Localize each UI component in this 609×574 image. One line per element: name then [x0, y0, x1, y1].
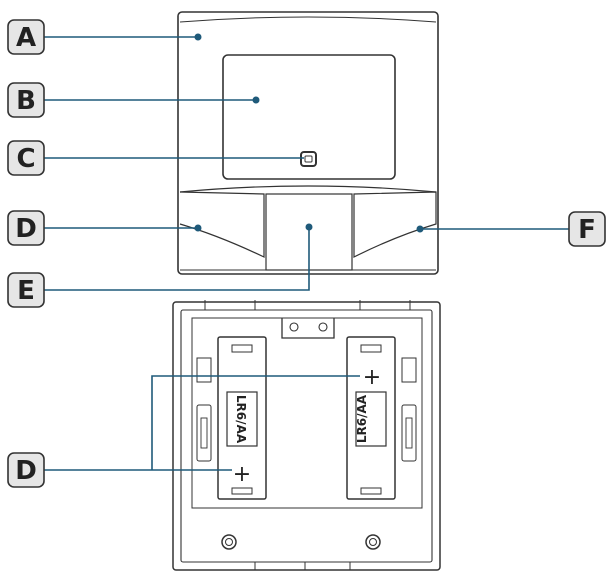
callout-labels: A B C D E F D	[7, 19, 606, 488]
callout-b-text: B	[16, 86, 36, 116]
clip-screw-left	[289, 322, 299, 332]
dot-a	[194, 33, 202, 41]
battery-contact-left	[231, 344, 253, 353]
dot-d-front	[194, 224, 202, 232]
dot-e	[305, 223, 313, 231]
slot-left-inner	[200, 417, 208, 449]
dot-b	[252, 96, 260, 104]
polarity-plus-right: +	[363, 365, 381, 390]
front-view	[177, 11, 439, 275]
battery-text-right: LR6/AA	[355, 394, 369, 443]
button-left	[179, 191, 265, 258]
screw-bottom-right-inner	[369, 538, 377, 546]
battery-contact-right	[360, 344, 382, 353]
back-housing	[172, 301, 441, 571]
callout-d-front: D	[7, 210, 45, 246]
sensor	[300, 151, 317, 167]
battery-text-left: LR6/AA	[234, 395, 248, 444]
battery-label-box-left	[226, 391, 258, 447]
clip-right	[401, 357, 417, 383]
leader-d-back-branch	[151, 375, 360, 470]
slot-right	[401, 404, 417, 462]
leader-e	[44, 229, 310, 291]
sensor-inner	[304, 155, 313, 163]
display-window	[222, 54, 396, 180]
battery-contact-left-bottom	[231, 487, 253, 495]
callout-a: A	[7, 19, 45, 55]
callout-f: F	[568, 211, 606, 247]
callout-b: B	[7, 82, 45, 118]
screw-bottom-left	[221, 534, 237, 550]
battery-label-box-right	[355, 391, 387, 447]
callout-f-text: F	[578, 215, 596, 245]
battery-compartment-right	[346, 336, 396, 500]
dot-f	[416, 225, 424, 233]
slot-right-inner	[405, 417, 413, 449]
housing-top-bevel	[179, 16, 437, 23]
callout-d-back-text: D	[15, 456, 37, 486]
callout-e-text: E	[17, 276, 35, 306]
clip-left	[196, 357, 212, 383]
top-clip	[281, 318, 335, 339]
front-housing	[177, 11, 439, 275]
polarity-plus-left: +	[233, 462, 251, 487]
back-housing-inner	[180, 309, 433, 563]
button-divider	[179, 185, 437, 193]
battery-compartment-left	[217, 336, 267, 500]
battery-tray	[191, 317, 423, 509]
callout-c: C	[7, 140, 45, 176]
leader-dots	[194, 33, 424, 233]
callout-d-front-text: D	[15, 214, 37, 244]
callout-e: E	[7, 272, 45, 308]
clip-screw-right	[318, 322, 328, 332]
slot-left	[196, 404, 212, 462]
callout-a-text: A	[16, 23, 36, 53]
screw-bottom-right	[365, 534, 381, 550]
leader-lines	[44, 36, 578, 471]
callout-d-back: D	[7, 452, 45, 488]
button-right	[353, 191, 437, 258]
battery-contact-right-bottom	[360, 487, 382, 495]
back-view	[172, 300, 441, 571]
screw-bottom-left-inner	[225, 538, 233, 546]
callout-c-text: C	[16, 144, 35, 174]
